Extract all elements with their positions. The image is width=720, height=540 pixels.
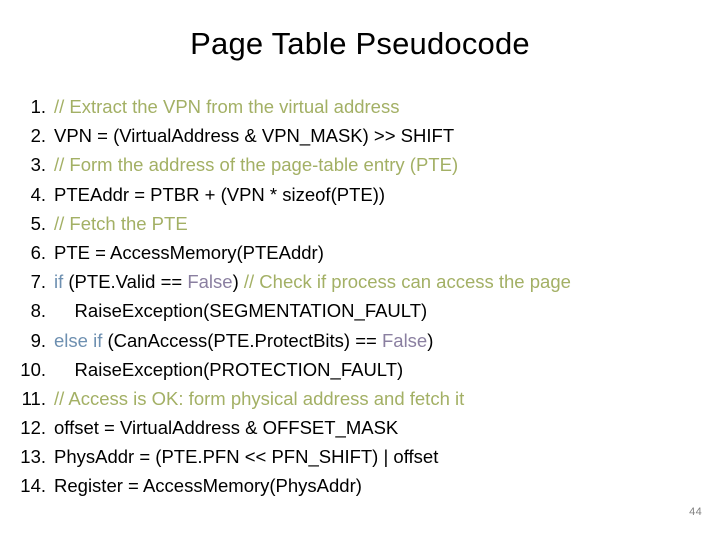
code-line: 8. RaiseException(SEGMENTATION_FAULT) <box>10 296 710 325</box>
code-token-comment: // Access is OK: form physical address a… <box>54 387 465 409</box>
pseudocode-list: 1. // Extract the VPN from the virtual ad… <box>10 92 710 501</box>
line-number: 12. <box>20 417 46 439</box>
code-token-plain: RaiseException(SEGMENTATION_FAULT) <box>54 300 428 322</box>
code-token-plain: PTE = AccessMemory(PTEAddr) <box>54 241 324 263</box>
code-token-comment: // Fetch the PTE <box>54 212 188 234</box>
line-code: offset = VirtualAddress & OFFSET_MASK <box>54 413 710 442</box>
line-number: 7. <box>30 271 46 293</box>
line-number: 6. <box>30 241 46 263</box>
line-code: PTEAddr = PTBR + (VPN * sizeof(PTE)) <box>54 180 710 209</box>
code-token-comment: // Extract the VPN from the virtual addr… <box>54 96 400 117</box>
code-line: 12. offset = VirtualAddress & OFFSET_MASK <box>10 413 710 442</box>
code-token-const: False <box>381 329 428 351</box>
code-token-keyword: if <box>54 271 64 293</box>
code-token-plain: PTEAddr = PTBR + (VPN * sizeof(PTE)) <box>54 183 386 205</box>
line-code: if (PTE.Valid == False) // Check if proc… <box>54 267 710 296</box>
line-code: else if (CanAccess(PTE.ProtectBits) == F… <box>54 326 710 355</box>
line-code: PhysAddr = (PTE.PFN << PFN_SHIFT) | offs… <box>54 442 710 471</box>
line-number: 13. <box>20 446 46 468</box>
line-number: 5. <box>30 212 46 234</box>
line-number: 3. <box>30 154 46 176</box>
page-number: 44 <box>689 506 702 518</box>
code-line: 13. PhysAddr = (PTE.PFN << PFN_SHIFT) | o… <box>10 442 710 471</box>
line-code: RaiseException(PROTECTION_FAULT) <box>54 355 710 384</box>
code-token-plain: PhysAddr = (PTE.PFN << PFN_SHIFT) | offs… <box>54 446 439 468</box>
line-number: 11. <box>21 387 46 409</box>
line-number: 14. <box>20 475 46 497</box>
code-token-plain: (CanAccess(PTE.ProtectBits) == <box>102 329 382 351</box>
line-number: 8. <box>30 300 46 322</box>
code-token-plain: Register = AccessMemory(PhysAddr) <box>54 475 362 497</box>
code-token-const: False <box>187 271 233 293</box>
code-line: 9. else if (CanAccess(PTE.ProtectBits) ==… <box>10 326 710 355</box>
line-code: // Extract the VPN from the virtual addr… <box>54 92 710 121</box>
code-token-plain: ) <box>232 271 244 293</box>
line-code: RaiseException(SEGMENTATION_FAULT) <box>54 296 710 325</box>
code-line: 4. PTEAddr = PTBR + (VPN * sizeof(PTE)) <box>10 180 710 209</box>
line-number: 10. <box>20 358 46 380</box>
line-code: PTE = AccessMemory(PTEAddr) <box>54 238 710 267</box>
page-title: Page Table Pseudocode <box>190 26 530 61</box>
code-token-plain: offset = VirtualAddress & OFFSET_MASK <box>54 417 399 439</box>
line-code: // Form the address of the page-table en… <box>54 150 710 179</box>
line-number: 2. <box>30 125 46 147</box>
code-line: 14. Register = AccessMemory(PhysAddr) <box>10 471 710 500</box>
code-line: 1. // Extract the VPN from the virtual ad… <box>10 92 710 121</box>
code-token-plain: (PTE.Valid == <box>63 271 188 293</box>
code-token-plain: RaiseException(PROTECTION_FAULT) <box>54 358 404 380</box>
code-token-plain: VPN = (VirtualAddress & VPN_MASK) >> SHI… <box>54 125 455 147</box>
line-code: Register = AccessMemory(PhysAddr) <box>54 471 710 500</box>
line-number: 9. <box>30 329 46 351</box>
code-token-keyword: else if <box>54 329 103 351</box>
code-line: 11. // Access is OK: form physical addres… <box>10 384 710 413</box>
code-line: 6. PTE = AccessMemory(PTEAddr) <box>10 238 710 267</box>
line-number: 1. <box>30 96 46 117</box>
code-line: 7. if (PTE.Valid == False) // Check if pr… <box>10 267 710 296</box>
code-line: 3. // Form the address of the page-table … <box>10 150 710 179</box>
code-line: 10. RaiseException(PROTECTION_FAULT) <box>10 355 710 384</box>
line-code: // Fetch the PTE <box>54 209 710 238</box>
code-token-comment: // Check if process can access the page <box>243 271 571 293</box>
code-line: 5. // Fetch the PTE <box>10 209 710 238</box>
code-line: 2. VPN = (VirtualAddress & VPN_MASK) >> S… <box>10 121 710 150</box>
line-code: VPN = (VirtualAddress & VPN_MASK) >> SHI… <box>54 121 710 150</box>
code-token-comment: // Form the address of the page-table en… <box>54 154 459 176</box>
line-code: // Access is OK: form physical address a… <box>54 384 710 413</box>
line-number: 4. <box>30 183 46 205</box>
code-token-plain: ) <box>427 329 434 351</box>
